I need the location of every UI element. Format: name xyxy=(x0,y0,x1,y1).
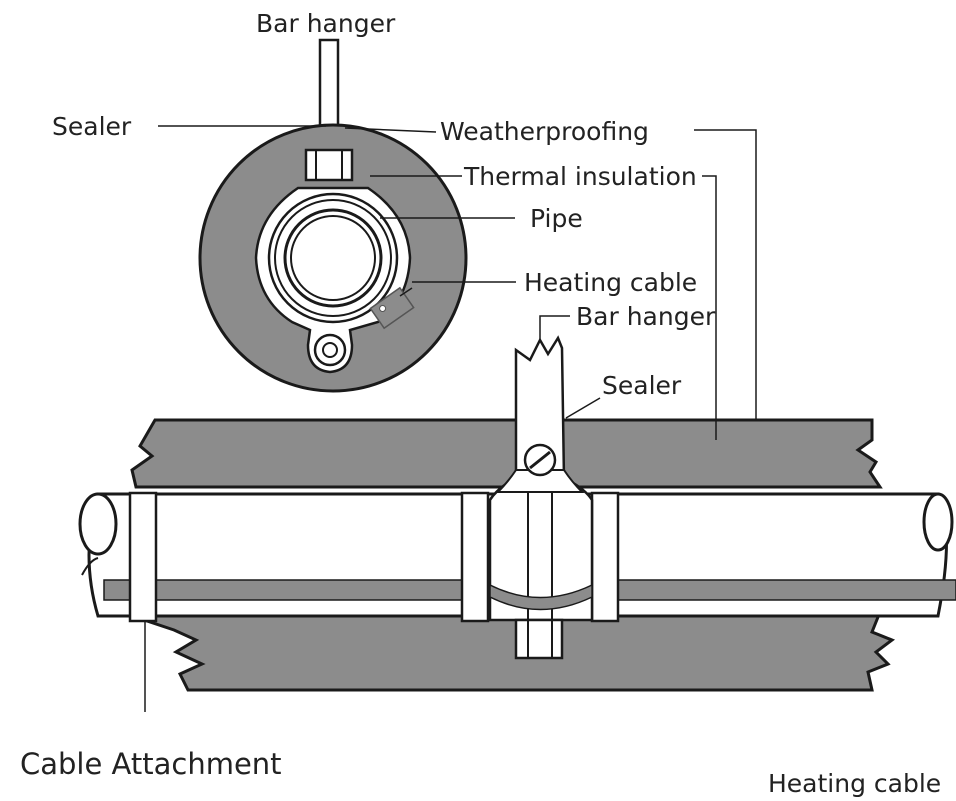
bolt-block-top xyxy=(304,148,354,182)
leader-lines xyxy=(144,125,757,712)
bolt-block-bottom xyxy=(514,618,564,660)
label-cable-attachment: Cable Attachment xyxy=(20,747,282,781)
clamp-band-right xyxy=(590,491,620,623)
insulation-jacket-top xyxy=(130,418,883,489)
label-weatherproofing: Weatherproofing xyxy=(440,117,649,146)
label-heating-cable-bottom: Heating cable xyxy=(768,769,941,798)
bar-hanger-side-rod xyxy=(514,335,566,482)
heating-cable-chip xyxy=(369,286,415,330)
pipe-end-left xyxy=(78,492,118,556)
cable-attachment-band xyxy=(128,491,158,623)
label-pipe: Pipe xyxy=(530,204,583,233)
label-sealer-top: Sealer xyxy=(52,112,132,141)
insulation-jacket-bottom xyxy=(119,610,896,692)
label-heating-cable-top: Heating cable xyxy=(524,268,697,297)
sealer-fillet xyxy=(495,469,585,493)
labels: Bar hanger Sealer Weatherproofing Therma… xyxy=(20,9,941,798)
side-view xyxy=(78,335,956,692)
pipe-bore xyxy=(290,215,376,301)
label-bar-hanger-top: Bar hanger xyxy=(256,9,396,38)
clamp-band-left xyxy=(460,491,490,623)
label-bar-hanger-side: Bar hanger xyxy=(576,302,716,331)
label-sealer-side: Sealer xyxy=(602,371,682,400)
label-thermal-insulation: Thermal insulation xyxy=(463,162,697,191)
pipe-end-right xyxy=(922,492,954,552)
cross-section-view xyxy=(198,38,468,393)
